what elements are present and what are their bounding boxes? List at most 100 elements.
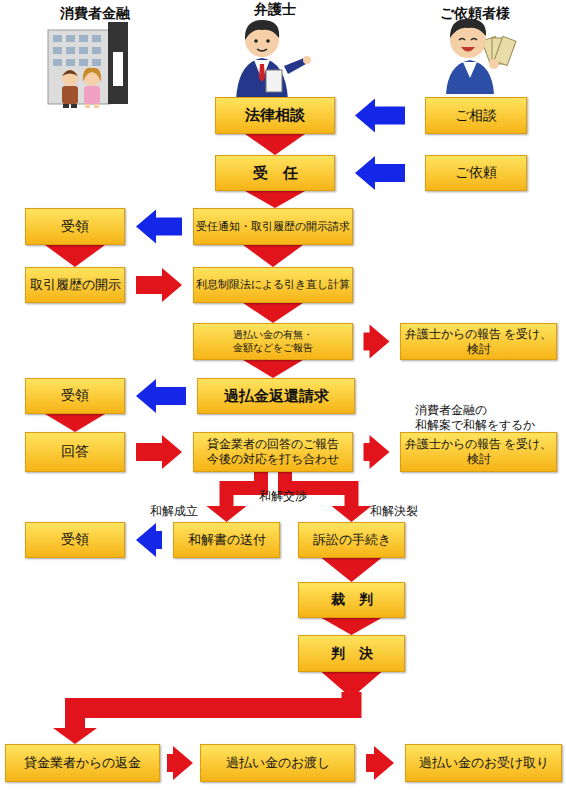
block-arrow xyxy=(355,99,405,133)
process-box: ご相談 xyxy=(425,97,527,134)
arrow-head xyxy=(243,360,303,378)
box-text: 回答 xyxy=(61,443,89,461)
box-text: 判 決 xyxy=(331,645,373,663)
building-illustration xyxy=(48,22,128,108)
block-arrow xyxy=(136,379,186,413)
process-box: 受領 xyxy=(25,378,125,414)
process-box: 利息制限法による引き直し計算 xyxy=(193,267,353,303)
window xyxy=(92,59,101,66)
process-box: 弁護士からの報告 を受け、検討 xyxy=(400,323,557,360)
block-arrow xyxy=(364,325,390,359)
hair xyxy=(245,20,279,40)
window xyxy=(66,59,75,66)
flow-arrow xyxy=(355,156,405,190)
box-text: 弁護士からの報告 を受け、検討 xyxy=(403,327,554,357)
process-box: 過払い金の有無・金額などをご報告 xyxy=(193,323,353,360)
flow-arrow xyxy=(243,303,303,323)
box-text: 貸金業者の回答のご報告 今後の対応を打ち合わせ xyxy=(196,437,350,467)
box-text: 裁 判 xyxy=(331,591,373,609)
flow-arrow xyxy=(243,360,303,378)
arrow-shaft xyxy=(227,472,262,508)
arrow-head xyxy=(322,618,382,635)
process-box: ご依頼 xyxy=(425,155,527,191)
flow-arrow xyxy=(45,414,105,432)
eye xyxy=(266,39,270,43)
box-text: 受任通知・取引履歴の開示請求 xyxy=(196,220,350,234)
eye xyxy=(459,39,465,41)
process-box: 過払い金のお渡し xyxy=(200,744,355,782)
process-box: 貸金業者からの返金 xyxy=(5,744,160,782)
arm xyxy=(284,58,306,74)
box-text: ご依頼 xyxy=(455,164,497,182)
arrow-head xyxy=(243,303,303,323)
column-heading: 消費者金融 xyxy=(38,5,152,23)
box-text: 過払金返還請求 xyxy=(224,387,329,406)
block-arrow xyxy=(136,210,182,244)
process-box: 受領 xyxy=(25,208,125,245)
arrow-head xyxy=(332,506,372,522)
woman-figure xyxy=(83,68,101,108)
arrow-head xyxy=(243,245,303,267)
suit xyxy=(236,58,288,100)
window xyxy=(79,47,88,54)
flow-arrow xyxy=(364,325,390,359)
arrow-head xyxy=(322,558,382,582)
box-text: 貸金業者からの返金 xyxy=(24,755,141,771)
box-text: 弁護士からの報告 を受け、検討 xyxy=(403,437,554,467)
lawyer-illustration xyxy=(236,20,311,100)
process-box: 受任通知・取引履歴の開示請求 xyxy=(193,208,353,245)
process-box: 貸金業者の回答のご報告 今後の対応を打ち合わせ xyxy=(193,432,353,472)
body xyxy=(84,86,100,104)
flow-arrow xyxy=(322,618,382,635)
arrow-head xyxy=(245,191,305,208)
edge-label: 和解成立 xyxy=(150,504,198,519)
box-text: 過払い金の有無・金額などをご報告 xyxy=(196,329,350,354)
box-text: 過払い金のお渡し xyxy=(226,755,330,771)
arrow-head xyxy=(207,506,247,522)
box-text: 受領 xyxy=(61,531,89,549)
box-text: 取引履歴の開示 xyxy=(30,277,121,293)
process-box: 過払金返還請求 xyxy=(197,378,355,414)
box-text: 利息制限法による引き直し計算 xyxy=(196,278,350,292)
block-arrow xyxy=(366,746,394,780)
leg xyxy=(94,104,99,108)
block-arrow xyxy=(136,435,182,469)
arrow-shaft xyxy=(75,692,352,730)
process-box: 回答 xyxy=(25,432,125,472)
suit xyxy=(446,60,494,94)
process-box: 和解書の送付 xyxy=(173,522,280,558)
column-heading: 弁護士 xyxy=(235,1,315,19)
process-box: 受 任 xyxy=(215,155,335,191)
process-box: 弁護士からの報告 を受け、検討 xyxy=(400,432,557,472)
window xyxy=(53,35,62,42)
flow-arrow xyxy=(53,672,382,744)
mouth xyxy=(461,47,475,52)
process-box: 取引履歴の開示 xyxy=(25,267,125,303)
hair xyxy=(450,19,486,38)
window xyxy=(53,47,62,54)
building-tower xyxy=(108,22,128,104)
flow-arrow xyxy=(364,435,390,469)
flow-arrow xyxy=(136,210,182,244)
money-bills xyxy=(482,36,516,69)
tie xyxy=(259,64,265,82)
column-heading: ご依頼者様 xyxy=(422,5,528,23)
building-sign xyxy=(113,52,123,86)
flow-arrow xyxy=(136,523,162,557)
note-text: 消費者金融の 和解案で和解をするか xyxy=(415,403,555,433)
leg xyxy=(63,104,69,108)
window xyxy=(66,35,75,42)
arrow-head xyxy=(245,134,305,155)
window xyxy=(79,59,88,66)
clipboard xyxy=(266,70,282,92)
process-box: 判 決 xyxy=(298,635,405,672)
hair xyxy=(83,68,101,82)
flow-arrow xyxy=(207,472,262,522)
window xyxy=(92,35,101,42)
hair xyxy=(62,70,78,76)
man-figure xyxy=(62,70,78,108)
flow-arrow xyxy=(322,558,382,582)
head xyxy=(62,70,78,86)
